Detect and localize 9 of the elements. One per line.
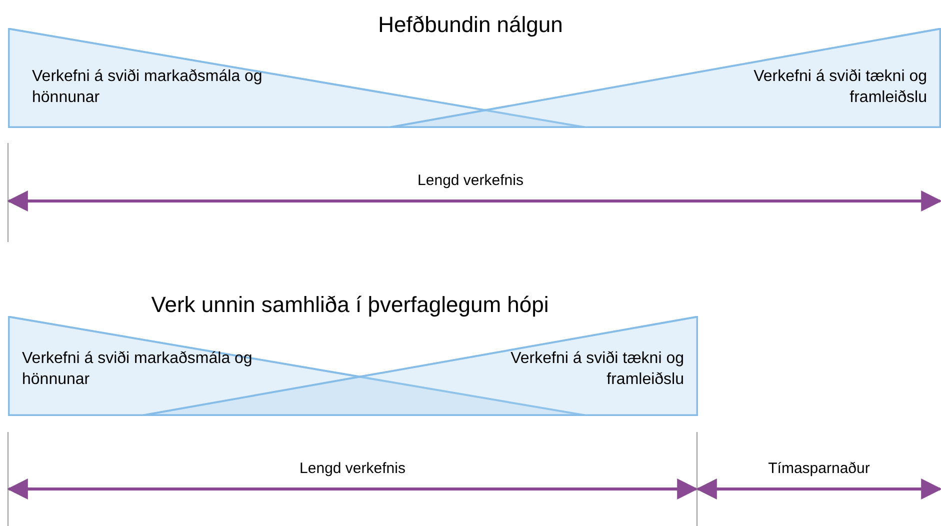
triangle-label: Verkefni á sviði markaðsmála og hönnunar bbox=[32, 67, 264, 108]
triangle-label: Verkefni á sviði tækni og framleiðslu bbox=[752, 67, 927, 108]
heading: Hefðbundin nálgun bbox=[378, 11, 563, 39]
triangle-label: Verkefni á sviði markaðsmála og hönnunar bbox=[22, 349, 254, 390]
dimension-label: Lengd verkefnis bbox=[300, 459, 406, 479]
triangle-label: Verkefni á sviði tækni og framleiðslu bbox=[510, 349, 684, 390]
dimension-label: Tímasparnaður bbox=[768, 459, 870, 479]
heading: Verk unnin samhliða í þverfaglegum hópi bbox=[151, 291, 549, 319]
dimension-label: Lengd verkefnis bbox=[418, 171, 524, 191]
